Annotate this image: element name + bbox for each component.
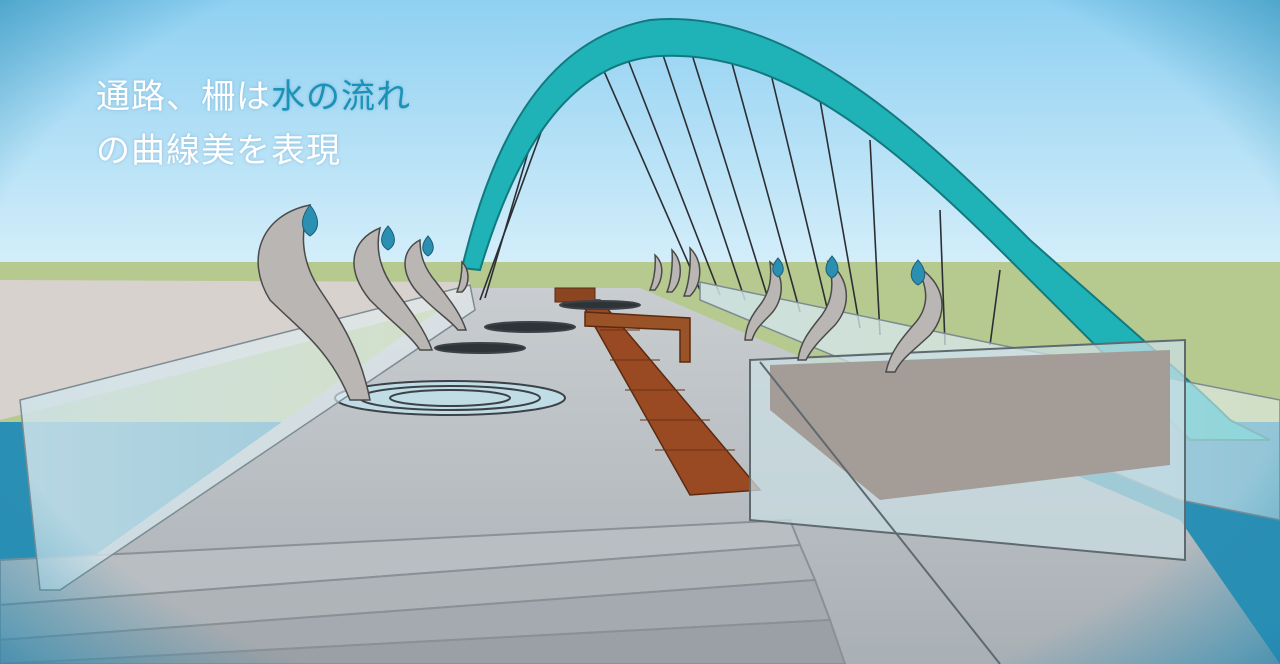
caption-highlight: 水の流れ bbox=[271, 77, 411, 117]
caption-line1-prefix: 通路、柵は bbox=[96, 77, 271, 117]
caption-text: 通路、柵は水の流れ の曲線美を表現 bbox=[96, 70, 411, 178]
wooden-bench-far bbox=[554, 287, 596, 303]
caption-line2: の曲線美を表現 bbox=[96, 131, 341, 171]
